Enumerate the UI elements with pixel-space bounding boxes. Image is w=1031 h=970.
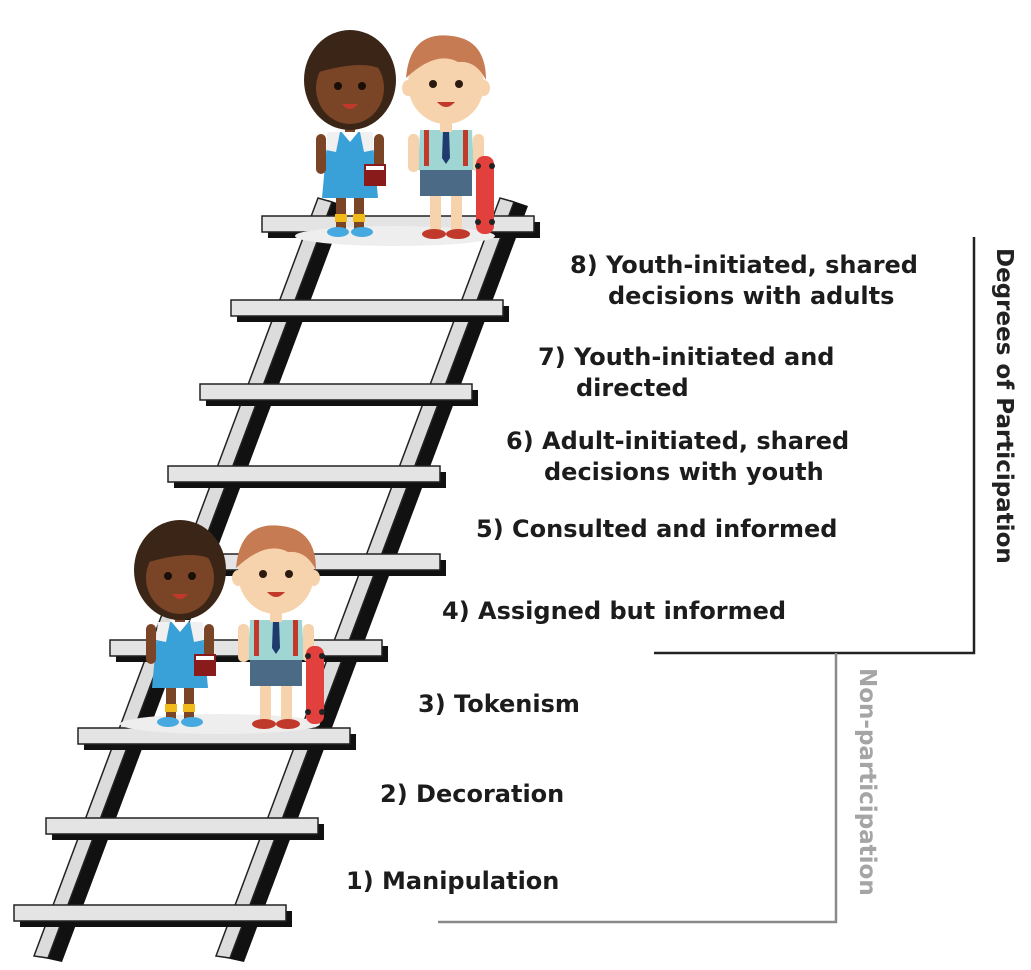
ladder-rung-2-face	[45, 817, 319, 835]
rung-label-1: 1) Manipulation	[346, 866, 559, 897]
degrees-of-participation-label: Degrees of Participation	[991, 248, 1017, 564]
students-on-rung-8	[295, 30, 495, 246]
rung-label-5: 5) Consulted and informed	[476, 514, 837, 545]
rung-label-8: 8) Youth-initiated, shared decisions with…	[570, 250, 918, 312]
rung-label-line: 6) Adult-initiated, shared	[506, 427, 850, 455]
ladder-rung-6	[167, 465, 446, 488]
boy-student-illustration	[232, 525, 325, 729]
students-on-rung-3	[120, 520, 325, 734]
rung-label-4: 4) Assigned but informed	[442, 596, 786, 627]
ladder-rung-7-face	[199, 383, 473, 401]
ladder-rung-1-face	[13, 904, 287, 922]
rung-label-7: 7) Youth-initiated and directed	[538, 342, 834, 404]
ladder-rung-3	[77, 727, 356, 750]
rung-label-line: 8) Youth-initiated, shared	[570, 251, 918, 279]
rung-label-3: 3) Tokenism	[418, 689, 580, 720]
rung-label-line: directed	[576, 374, 689, 402]
rung-label-line: decisions with youth	[544, 458, 824, 486]
rung-label-6: 6) Adult-initiated, shared decisions with…	[506, 426, 849, 488]
rung-label-2: 2) Decoration	[380, 779, 564, 810]
ladder-rung-1	[13, 904, 292, 927]
ladder-rung-6-face	[167, 465, 441, 483]
ladder-rung-2	[45, 817, 324, 840]
boy-student-illustration	[402, 35, 495, 239]
non-participation-label: Non-participation	[854, 668, 880, 896]
non-participation-bracket	[438, 653, 838, 924]
rung-label-line: decisions with adults	[608, 282, 895, 310]
rung-label-line: 4) Assigned but informed	[442, 597, 787, 625]
ladder-rung-extra-1-face	[230, 299, 504, 317]
rung-label-line: 1) Manipulation	[346, 867, 560, 895]
participation-bracket	[654, 237, 976, 655]
rung-label-line: 5) Consulted and informed	[476, 515, 838, 543]
rung-label-line: 2) Decoration	[380, 780, 565, 808]
ladder-rung-extra-1	[230, 299, 509, 322]
rung-label-line: 7) Youth-initiated and	[538, 343, 835, 371]
rung-label-line: 3) Tokenism	[418, 690, 580, 718]
ladder-rung-7	[199, 383, 478, 406]
